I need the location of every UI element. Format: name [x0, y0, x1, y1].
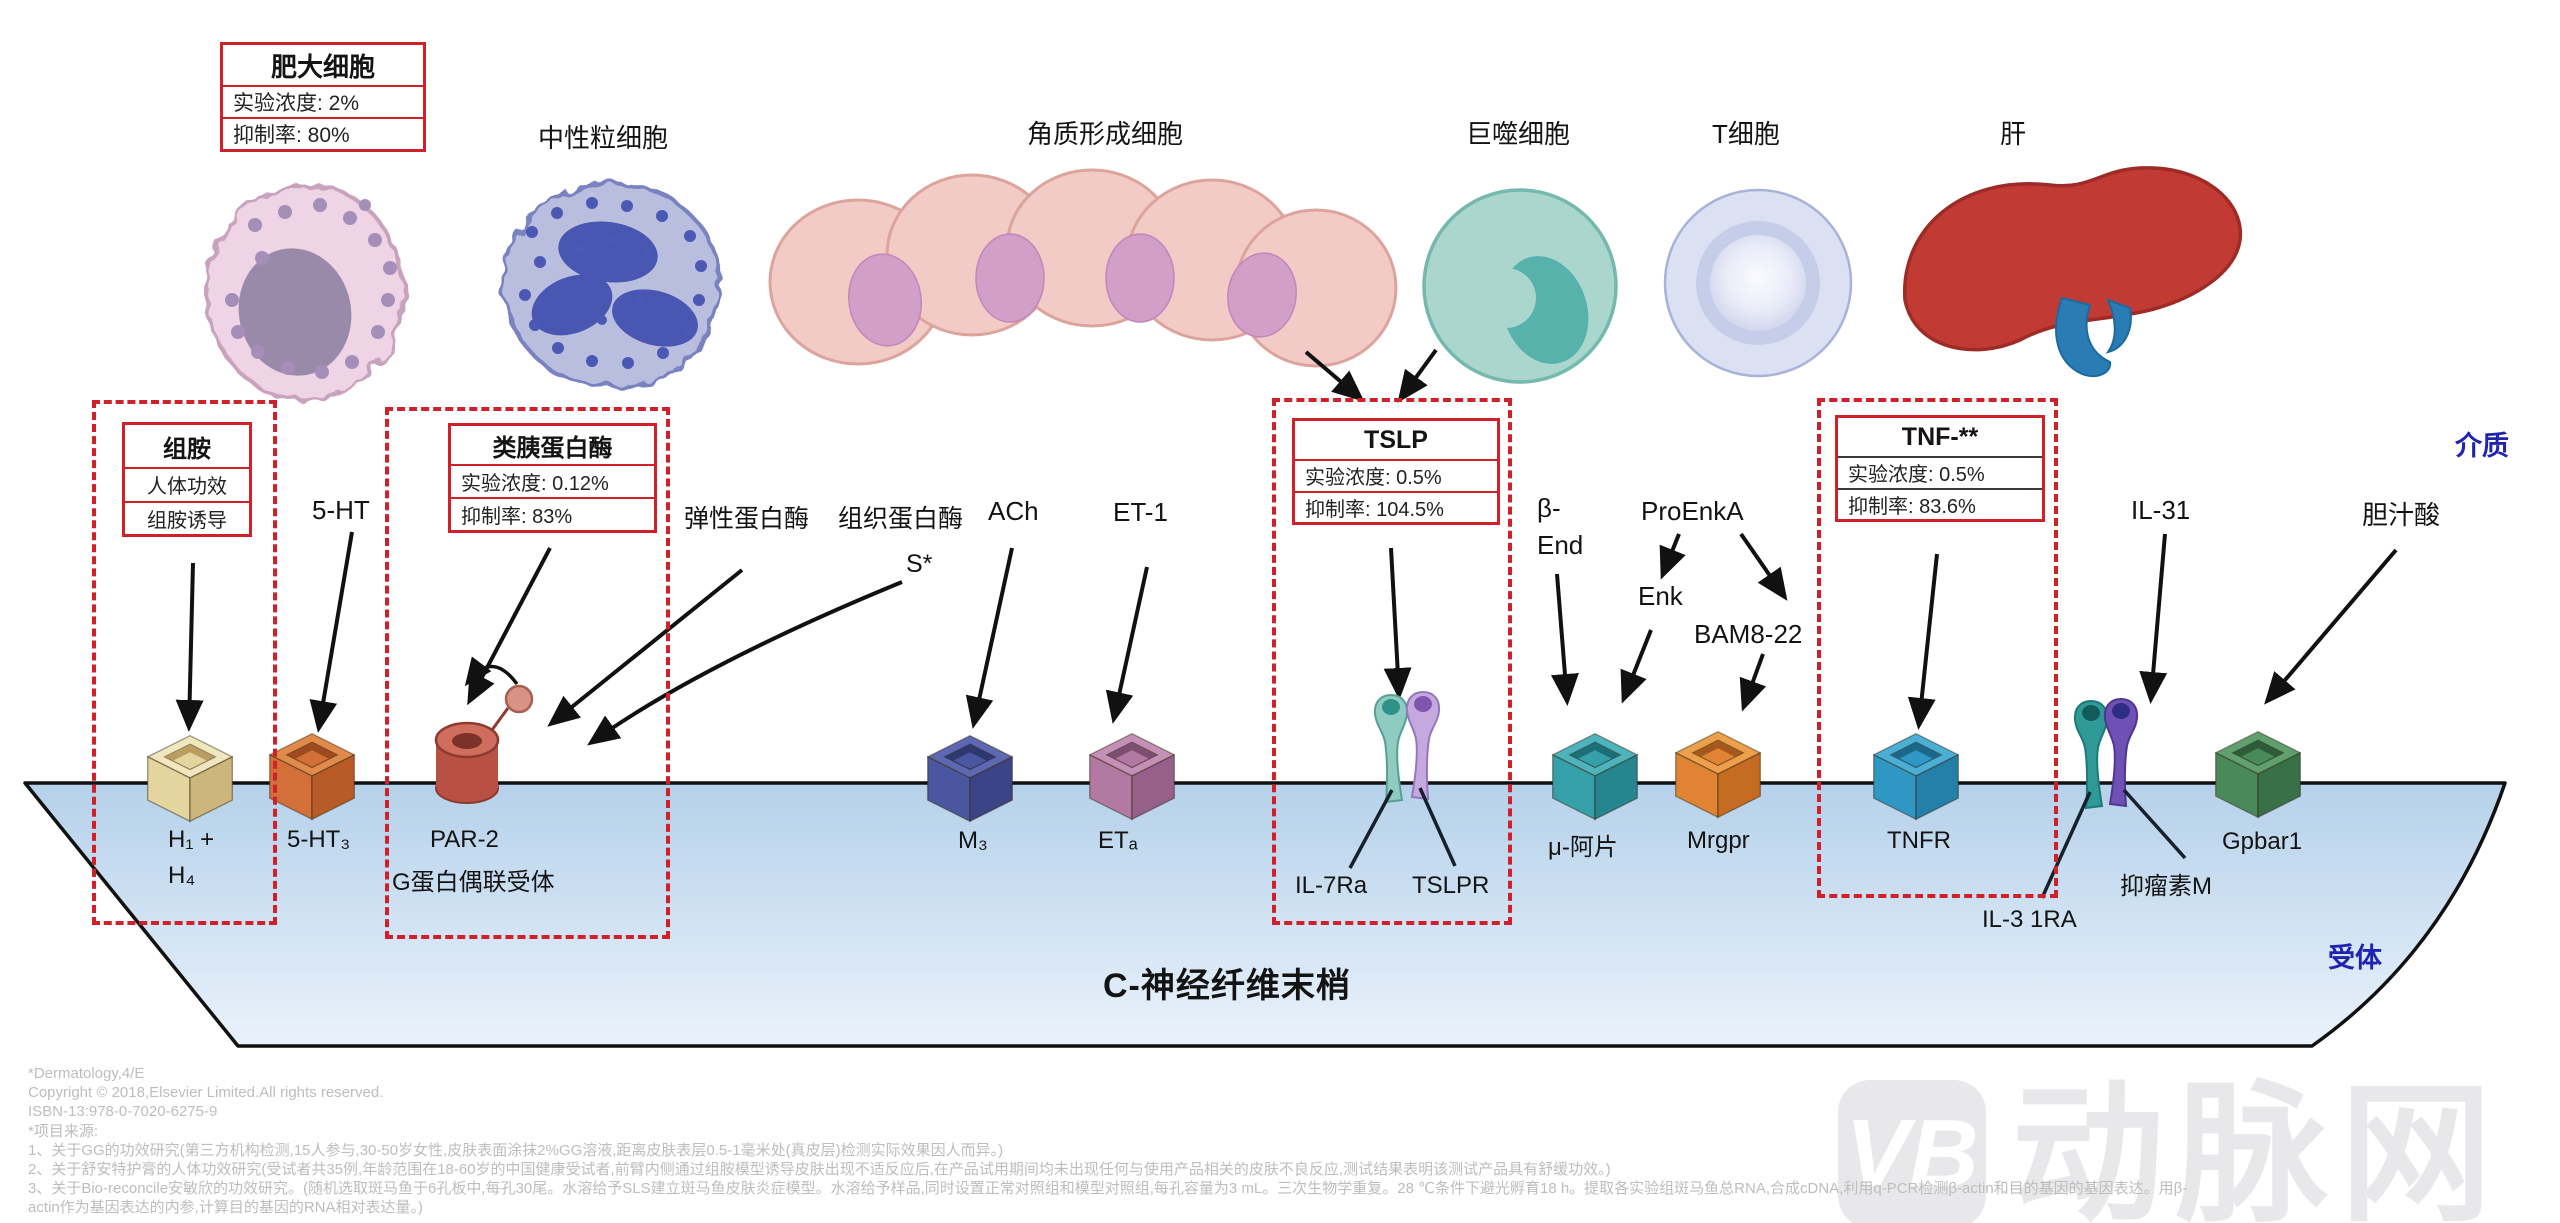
mediator-label-elastase: 弹性蛋白酶 [684, 505, 810, 533]
info-box-row: 实验浓度: 0.5% [1295, 459, 1497, 491]
info-box-row: 实验浓度: 0.12% [451, 464, 654, 497]
info-box-title: 肥大细胞 [270, 51, 375, 82]
watermark-name: 动脉网 [2012, 1070, 2504, 1223]
receptor-label-il31ra: IL-3 1RA [1982, 906, 2077, 933]
mast-cell [205, 182, 405, 402]
nerve-fiber-label: C-神经纤维末梢 [1103, 967, 1351, 1005]
receptor-label-m3: M₃ [958, 827, 988, 854]
footer-line: actin作为基因表达的内参,计算目的基因的RNA相对表达量。) [28, 1199, 424, 1217]
cell-label-macrophage: 巨噬细胞 [1466, 119, 1571, 149]
receptor-label-tnfr: TNFR [1887, 827, 1951, 854]
info-box-tnf: TNF-** 实验浓度: 0.5% 抑制率: 83.6% [1835, 415, 2045, 522]
footer-line: 1、关于GG的功效研究(第三方机构检测,15人参与,30-50岁女性,皮肤表面涂… [28, 1141, 1004, 1159]
tslpr-receptor [1405, 690, 1441, 801]
info-box-title: 组胺 [163, 435, 211, 463]
mediator-label-bam8-22: BAM8-22 [1694, 619, 1803, 649]
mediator-label-enk: Enk [1638, 581, 1683, 611]
nerve-membrane [23, 781, 2507, 1048]
info-box-row: 实验浓度: 0.5% [1838, 456, 2042, 488]
receptor-label-osm: 抑瘤素M [2120, 873, 2212, 900]
side-label-receptor: 受体 [2328, 943, 2382, 973]
mediator-label-proenka: ProEnkA [1641, 496, 1744, 526]
mediator-label-beta-end-2: End [1537, 530, 1584, 560]
liver-organ [1903, 166, 2243, 378]
cell-label-keratinocyte: 角质形成细胞 [1027, 119, 1184, 149]
mediator-label-cathepsin: 组织蛋白酶 [838, 505, 964, 533]
receptor-label-par2-gpcr: G蛋白偶联受体 [392, 869, 555, 896]
footer-line: 2、关于舒安特护膏的人体功效研究(受试者共35例,年龄范围在18-60岁的中国健… [28, 1161, 1611, 1179]
receptor-label-mrgpr: Mrgpr [1687, 827, 1750, 854]
info-box-title: TNF-** [1901, 422, 1979, 451]
receptor-label-h1h4-2: H₄ [168, 862, 196, 889]
watermark-badge-icon: VB [1838, 1080, 1986, 1223]
receptor-label-eta: ETₐ [1098, 827, 1138, 854]
footer-notes: *Dermatology,4/E Copyright © 2018,Elsevi… [28, 1064, 2187, 1218]
info-box-row: 实验浓度: 2% [223, 85, 423, 117]
pathway-arrows [175, 348, 2398, 746]
info-box-tryptase: 类胰蛋白酶 实验浓度: 0.12% 抑制率: 83% [448, 423, 657, 533]
cell-label-neutrophil: 中性粒细胞 [538, 123, 669, 153]
watermark-logo: VB 动脉网 [1838, 1070, 2504, 1223]
keratinocyte-band [768, 168, 1398, 368]
neutrophil-cell [502, 181, 722, 389]
receptor-label-5ht3: 5-HT₃ [287, 826, 351, 853]
footer-line: *项目来源: [28, 1122, 99, 1140]
info-box-title: TSLP [1364, 425, 1428, 454]
footer-line: 3、关于Bio-reconcile安敏欣的功效研究。(随机选取斑马鱼于6孔板中,… [28, 1180, 2188, 1198]
mediator-label-cathepsin-s: S* [906, 550, 933, 578]
cell-label-tcell: T细胞 [1712, 119, 1780, 149]
cell-label-liver: 肝 [2000, 119, 2027, 149]
info-box-histamine: 组胺 人体功效 组胺诱导 [122, 422, 252, 537]
label-connectors [1348, 787, 2187, 899]
mediator-label-bile-acid: 胆汁酸 [2362, 500, 2441, 530]
footer-line: Copyright © 2018,Elsevier Limited.All ri… [28, 1084, 384, 1102]
info-box-row: 人体功效 [125, 467, 249, 501]
receptor-label-par2: PAR-2 [430, 826, 499, 853]
info-box-tslp: TSLP 实验浓度: 0.5% 抑制率: 104.5% [1292, 418, 1500, 525]
mediator-label-et1: ET-1 [1113, 497, 1168, 527]
info-box-title: 类胰蛋白酶 [492, 434, 613, 462]
macrophage-cell [1422, 188, 1618, 384]
t-cell [1663, 188, 1853, 378]
receptor-label-gpbar1: Gpbar1 [2222, 828, 2303, 855]
mediator-label-5ht: 5-HT [312, 495, 370, 525]
mediator-label-il31: IL-31 [2131, 495, 2191, 525]
mediator-label-ach: ACh [988, 496, 1039, 526]
osm-receptor-purple [2103, 697, 2139, 808]
info-box-row: 组胺诱导 [125, 500, 249, 535]
info-box-row: 抑制率: 83% [451, 497, 654, 530]
info-box-row: 抑制率: 83.6% [1838, 487, 2042, 520]
receptor-label-il7ra: IL-7Ra [1295, 872, 1368, 899]
footer-line: *Dermatology,4/E [28, 1065, 145, 1082]
info-box-row: 抑制率: 80% [223, 117, 423, 149]
info-box-row: 抑制率: 104.5% [1295, 490, 1497, 523]
receptor-label-mu-opioid: μ-阿片 [1548, 834, 1618, 861]
info-box-mast-cell: 肥大细胞 实验浓度: 2% 抑制率: 80% [220, 42, 426, 152]
receptor-label-tslpr: TSLPR [1412, 872, 1490, 899]
osm-receptor-teal [2073, 699, 2109, 810]
side-label-mediator: 介质 [2455, 431, 2509, 461]
receptor-label-h1h4-1: H₁ + [168, 826, 215, 853]
mediator-label-beta-end-1: β- [1537, 493, 1561, 523]
par2-receptor [434, 656, 534, 804]
footer-line: ISBN-13:978-0-7020-6275-9 [28, 1103, 218, 1121]
